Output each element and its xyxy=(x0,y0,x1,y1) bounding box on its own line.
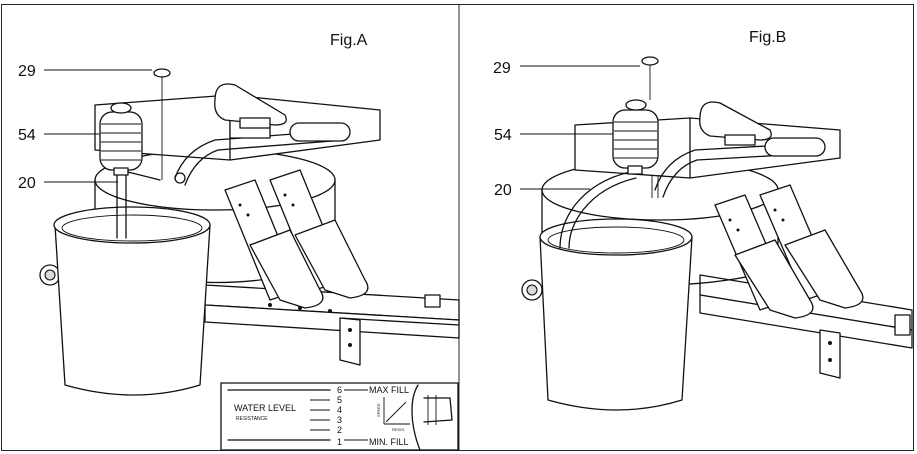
fig-b-callout-54: 54 xyxy=(494,127,512,144)
fig-a-callout-20: 20 xyxy=(18,175,36,192)
fig-b-wheel xyxy=(521,279,543,301)
fig-b-handlebar xyxy=(654,137,826,198)
max-fill-label: MAX FILL xyxy=(369,385,409,395)
fig-b-seat xyxy=(699,101,772,146)
level-4: 4 xyxy=(337,405,342,415)
tank-side-sketch xyxy=(411,384,453,451)
fig-a-wheel xyxy=(39,264,61,286)
level-1: 1 xyxy=(337,437,342,447)
fig-b-panel: Fig.B xyxy=(493,29,913,411)
fig-b-footrests xyxy=(714,184,864,319)
fig-b-callouts: 29 54 20 xyxy=(493,60,640,199)
fig-b-pump xyxy=(612,99,659,175)
level-2: 2 xyxy=(337,425,342,435)
fig-b-hose xyxy=(559,171,637,249)
min-fill-label: MIN. FILL xyxy=(369,437,409,447)
fig-b-callout-29: 29 xyxy=(493,60,511,77)
fig-a-rail xyxy=(204,284,460,366)
fig-a-bucket xyxy=(53,206,211,396)
fig-b-bucket xyxy=(539,218,693,411)
water-level-chart: WATER LEVEL RESISTANCE 6 5 4 3 2 1 MAX F… xyxy=(220,382,459,451)
fig-b-title: Fig.B xyxy=(749,29,786,46)
water-level-subtitle: RESISTANCE xyxy=(236,416,268,422)
fig-b-cap xyxy=(641,56,659,100)
fig-a-title: Fig.A xyxy=(330,32,368,49)
fig-a-seat xyxy=(214,83,287,129)
level-3: 3 xyxy=(337,415,342,425)
fig-a-callouts: 29 54 20 xyxy=(18,63,152,192)
water-level-title: WATER LEVEL xyxy=(234,403,296,413)
graph-y-label: SPEED xyxy=(376,403,381,417)
speed-resistance-graph: SPEED RESIS. xyxy=(376,397,410,432)
fig-a-callout-29: 29 xyxy=(18,63,36,80)
fig-a-callout-54: 54 xyxy=(18,127,36,144)
fig-a-cap xyxy=(153,68,171,180)
level-5: 5 xyxy=(337,395,342,405)
fig-b-callout-20: 20 xyxy=(494,182,512,199)
level-6: 6 xyxy=(337,385,342,395)
fig-a-pump xyxy=(99,102,161,239)
graph-x-label: RESIS. xyxy=(392,427,405,432)
fig-a-footrests xyxy=(224,169,369,309)
fig-a-panel: Fig.A xyxy=(18,32,460,451)
